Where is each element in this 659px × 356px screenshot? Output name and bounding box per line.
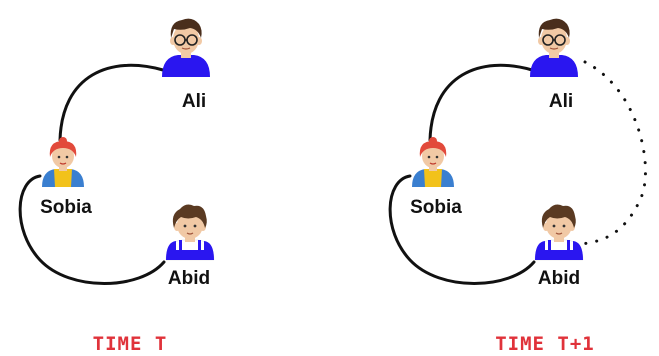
caption-time-t: TIME T [93,333,168,355]
link-sobia-abid [388,174,536,285]
caption-time-t-plus-1: TIME T+1 [495,333,595,355]
panel-time-t-plus-1: Ali Sobia Abid TIME T+1 [388,17,647,355]
avatar-sobia [411,136,455,188]
panel-time-t: Ali Sobia Abid TIME T [18,17,215,355]
avatar-ali [161,17,211,78]
label-ali: Ali [549,91,573,112]
label-sobia: Sobia [410,197,462,218]
label-sobia: Sobia [40,197,92,218]
avatar-sobia [41,136,85,188]
link-ali-sobia [428,63,534,142]
label-abid: Abid [168,268,210,289]
label-abid: Abid [538,268,580,289]
link-ali-abid-dotted [578,60,647,246]
avatar-abid [534,203,584,261]
label-ali: Ali [182,91,206,112]
avatar-ali [529,17,579,78]
avatar-abid [165,203,215,261]
link-ali-sobia [58,63,165,142]
link-sobia-abid [18,174,166,285]
